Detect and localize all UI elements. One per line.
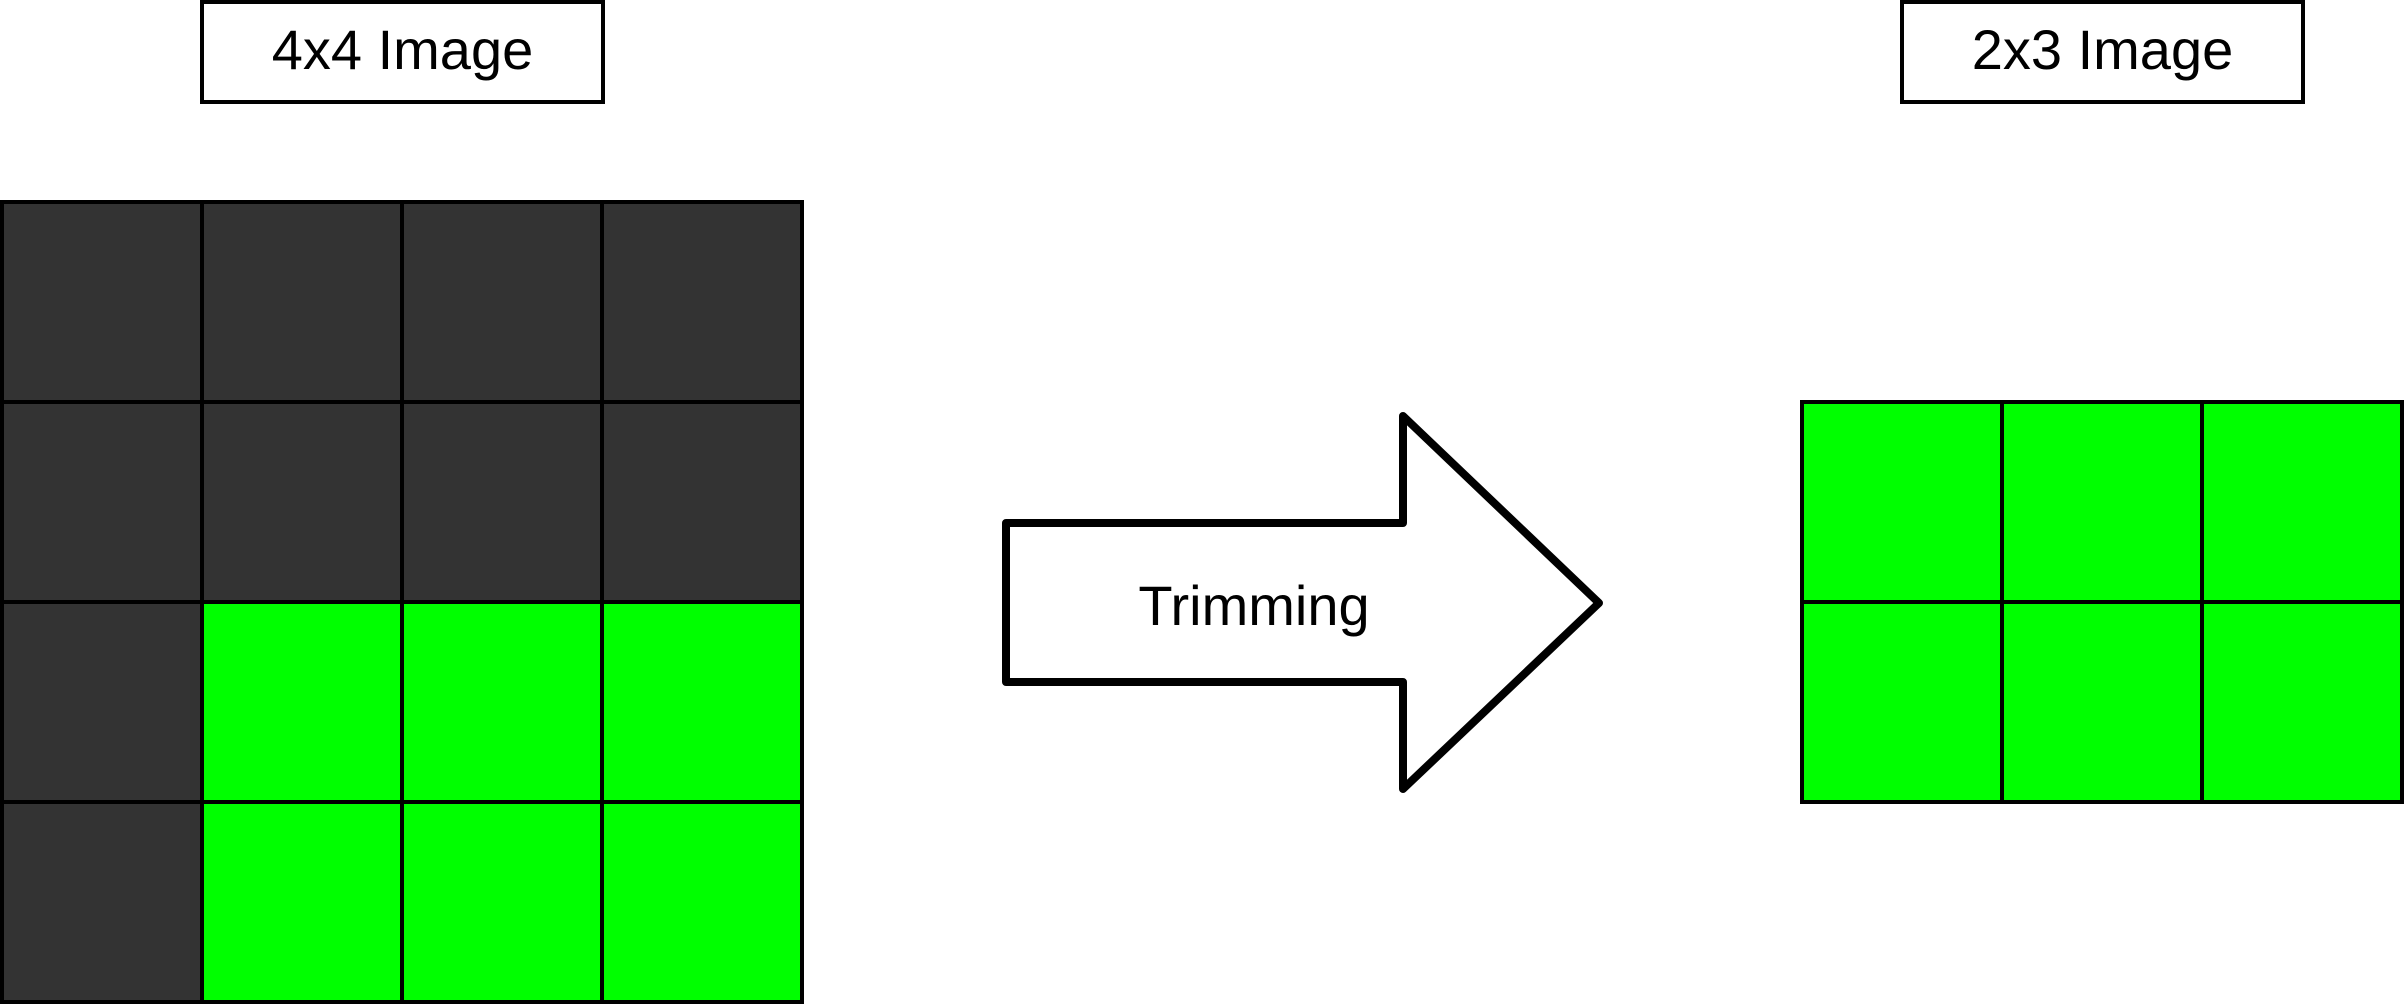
source-cell-r1-c0-dark <box>0 400 204 604</box>
source-cell-r1-c2-dark <box>400 400 604 604</box>
result-cell-r0-c1-green <box>2000 400 2204 604</box>
source-cell-r0-c3-dark <box>600 200 804 404</box>
source-cell-r3-c3-green <box>600 800 804 1004</box>
source-cell-r2-c0-dark <box>0 600 204 804</box>
source-cell-r3-c0-dark <box>0 800 204 1004</box>
source-cell-r2-c2-green <box>400 600 604 804</box>
source-cell-r3-c1-green <box>200 800 404 1004</box>
source-cell-r1-c1-dark <box>200 400 404 604</box>
result-label: 2x3 Image <box>1972 18 2234 81</box>
result-label-box: 2x3 Image <box>1900 0 2305 104</box>
result-cell-r1-c2-green <box>2200 600 2404 804</box>
source-cell-r0-c1-dark <box>200 200 404 404</box>
arrow-shape <box>1002 412 1603 793</box>
arrow-label: Trimming <box>1138 574 1369 637</box>
source-cell-r2-c3-green <box>600 600 804 804</box>
source-cell-r0-c2-dark <box>400 200 604 404</box>
source-cell-r1-c3-dark <box>600 400 804 604</box>
source-label-box: 4x4 Image <box>200 0 605 104</box>
result-cell-r1-c1-green <box>2000 600 2204 804</box>
result-cell-r0-c0-green <box>1800 400 2004 604</box>
source-cell-r0-c0-dark <box>0 200 204 404</box>
source-cell-r3-c2-green <box>400 800 604 1004</box>
result-grid <box>1800 400 2404 804</box>
result-cell-r1-c0-green <box>1800 600 2004 804</box>
result-cell-r0-c2-green <box>2200 400 2404 604</box>
trimming-arrow: Trimming <box>1002 412 1603 793</box>
source-cell-r2-c1-green <box>200 600 404 804</box>
source-label: 4x4 Image <box>272 18 534 81</box>
source-grid <box>0 200 804 1004</box>
